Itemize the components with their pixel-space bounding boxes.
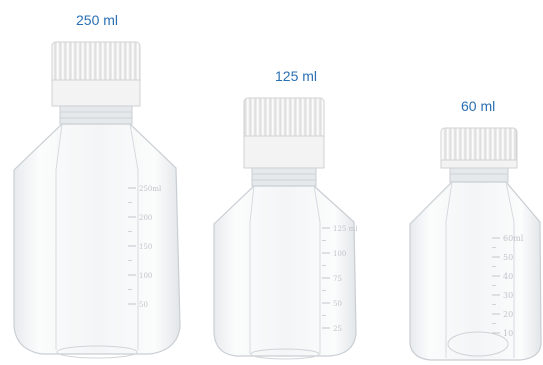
- graduation-label: 25: [333, 325, 342, 333]
- graduation-label: 100: [333, 250, 346, 258]
- bottle-125-graduations: 125 ml 100 75 50 25: [322, 225, 358, 333]
- bottle-60-size-label: 60 ml: [461, 98, 496, 114]
- graduation-label: 40: [503, 272, 513, 281]
- graduation-label: 75: [333, 275, 342, 283]
- bottle-60-graduations: 60ml 50 40 30 20 10: [492, 234, 524, 338]
- graduation-label: 100: [139, 272, 152, 280]
- graduation-label: 50: [333, 300, 342, 308]
- graduation-label: 10: [503, 329, 513, 338]
- graduation-label: 60ml: [503, 234, 524, 243]
- bottle-250: 250ml 200 150 100 50: [13, 41, 181, 359]
- bottle-60-body: [409, 181, 542, 361]
- graduation-label: 250ml: [139, 185, 162, 193]
- bottle-250-size-label: 250 ml: [76, 12, 119, 28]
- bottle-60-cap: [440, 127, 518, 163]
- bottle-60: 60ml 50 40 30 20 10: [409, 127, 542, 361]
- graduation-label: 20: [503, 310, 513, 319]
- bottle-125: 125 ml 100 75 50 25: [213, 97, 358, 360]
- bottle-250-graduations: 250ml 200 150 100 50: [128, 185, 162, 309]
- graduation-label: 200: [139, 214, 152, 222]
- bottle-125-cap: [243, 97, 325, 139]
- bottle-250-cap: [51, 41, 141, 85]
- graduation-label: 30: [503, 291, 513, 300]
- graduation-label: 50: [139, 301, 148, 309]
- graduation-label: 150: [139, 243, 152, 251]
- graduation-label: 50: [503, 253, 513, 262]
- bottle-250-body: [13, 123, 181, 355]
- bottle-125-size-label: 125 ml: [275, 68, 318, 84]
- graduation-label: 125 ml: [333, 225, 358, 233]
